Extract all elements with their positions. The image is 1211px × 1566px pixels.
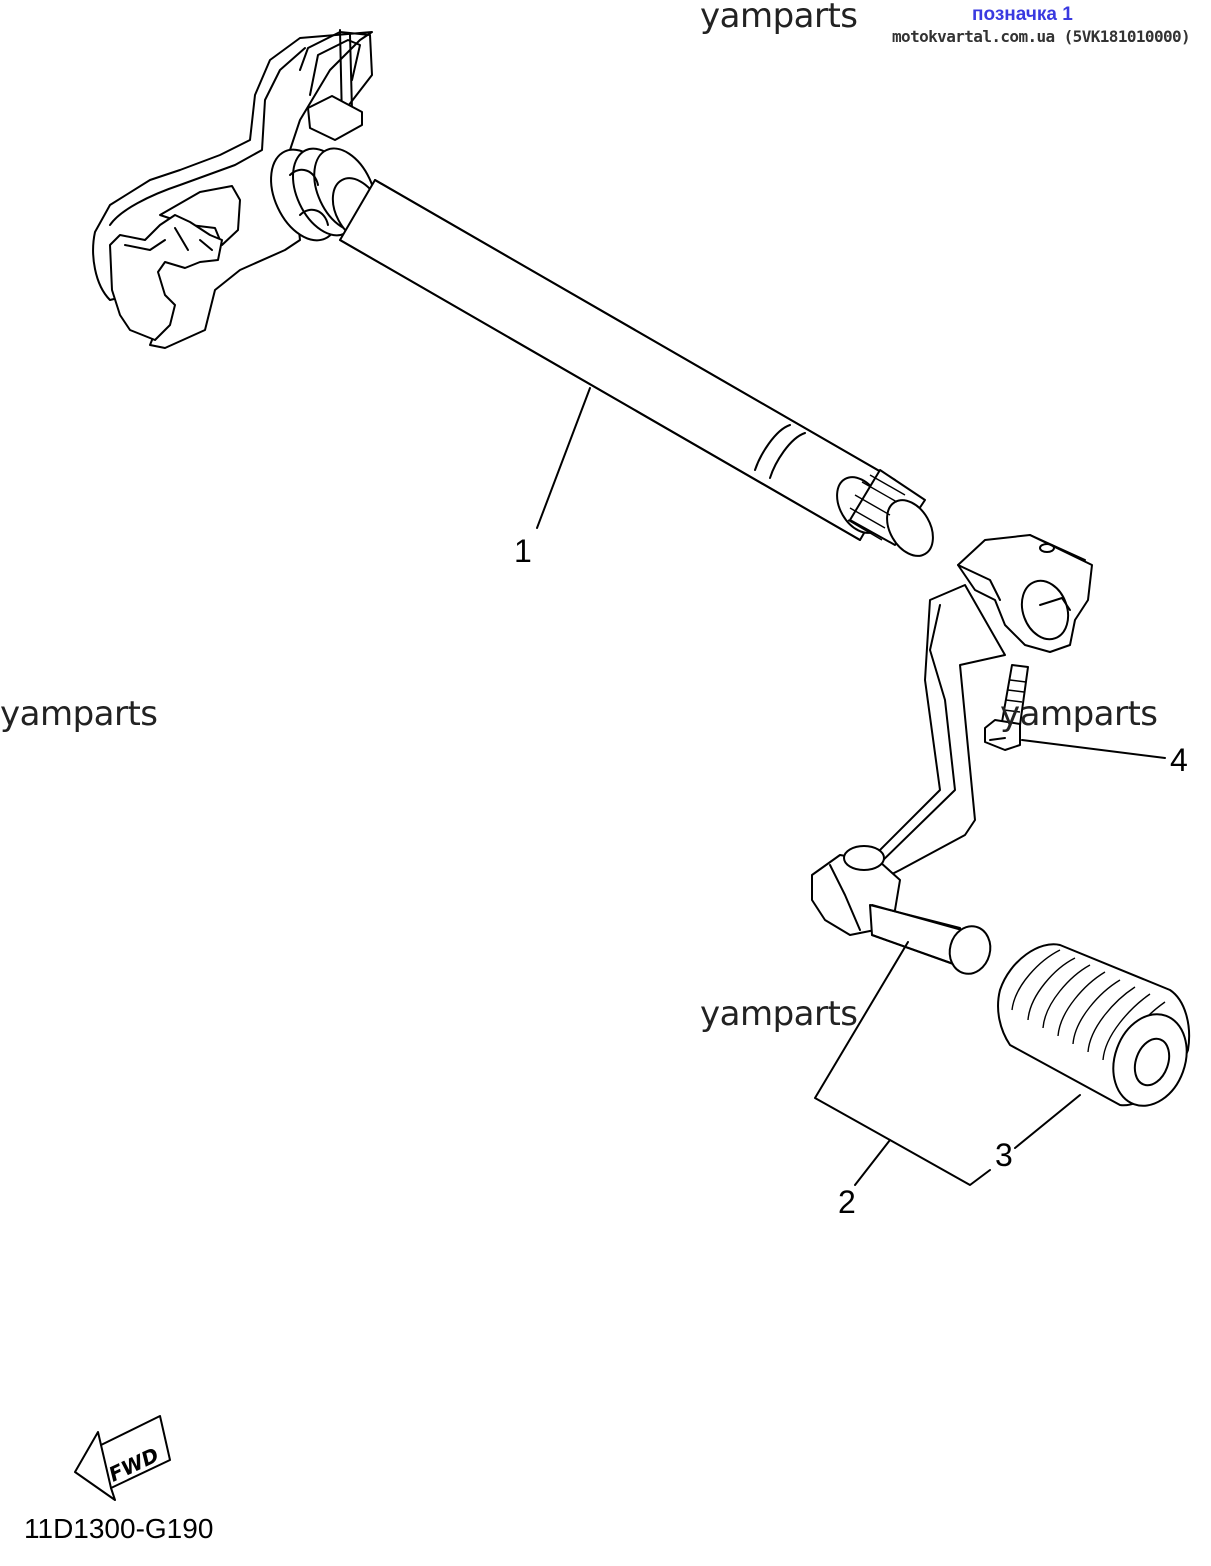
leader-line-4 xyxy=(1021,739,1166,759)
pedal-rubber-icon[interactable] xyxy=(997,943,1199,1116)
callout-2: 2 xyxy=(838,1184,856,1220)
reference-label: позначка 1 xyxy=(972,4,1073,25)
fwd-arrow-icon: FWD xyxy=(74,1415,171,1501)
bolt-icon[interactable] xyxy=(984,664,1029,751)
watermark: yamparts xyxy=(700,0,858,36)
reference-source: motokvartal.com.ua (5VK181010000) xyxy=(892,27,1191,46)
callout-4: 4 xyxy=(1170,742,1188,778)
leader-line-2-3 xyxy=(814,941,991,1186)
diagram-code: 11D1300-G190 xyxy=(24,1513,214,1544)
shift-pedal-icon[interactable] xyxy=(811,534,1093,978)
watermark: yamparts xyxy=(0,694,158,734)
leader-line-1 xyxy=(536,387,591,529)
callout-3: 3 xyxy=(995,1137,1013,1173)
watermark: yamparts xyxy=(700,994,858,1034)
shift-shaft-icon[interactable] xyxy=(92,29,942,564)
callout-1: 1 xyxy=(514,533,532,569)
leader-line-2 xyxy=(854,1139,891,1186)
watermark: yamparts xyxy=(1000,694,1158,734)
leader-line-3 xyxy=(1014,1094,1081,1149)
